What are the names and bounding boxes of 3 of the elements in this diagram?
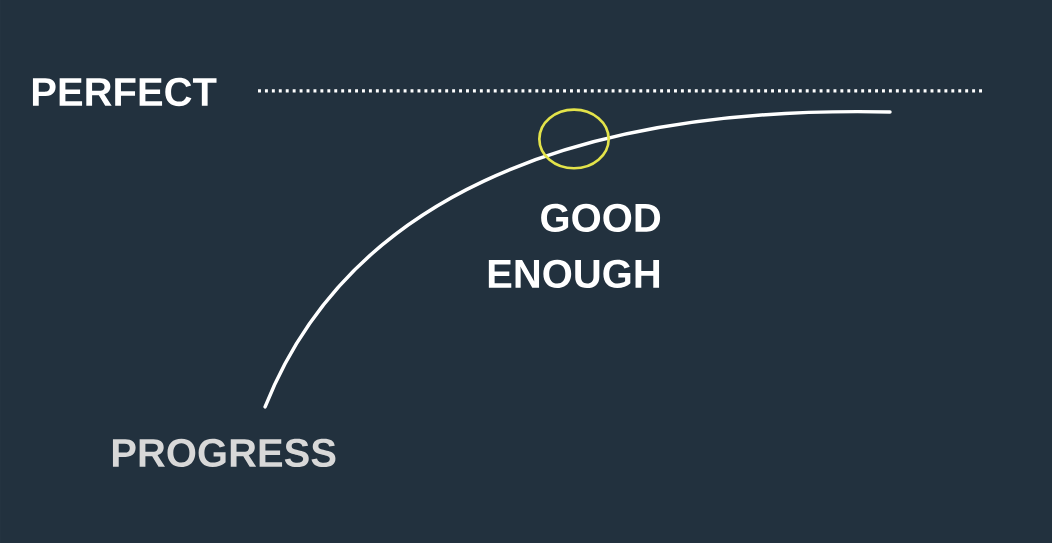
text-label: PROGRESS	[112, 438, 336, 468]
text-label: GOOD ENOUGH	[488, 203, 661, 289]
text-label: PERFECT	[32, 77, 217, 107]
